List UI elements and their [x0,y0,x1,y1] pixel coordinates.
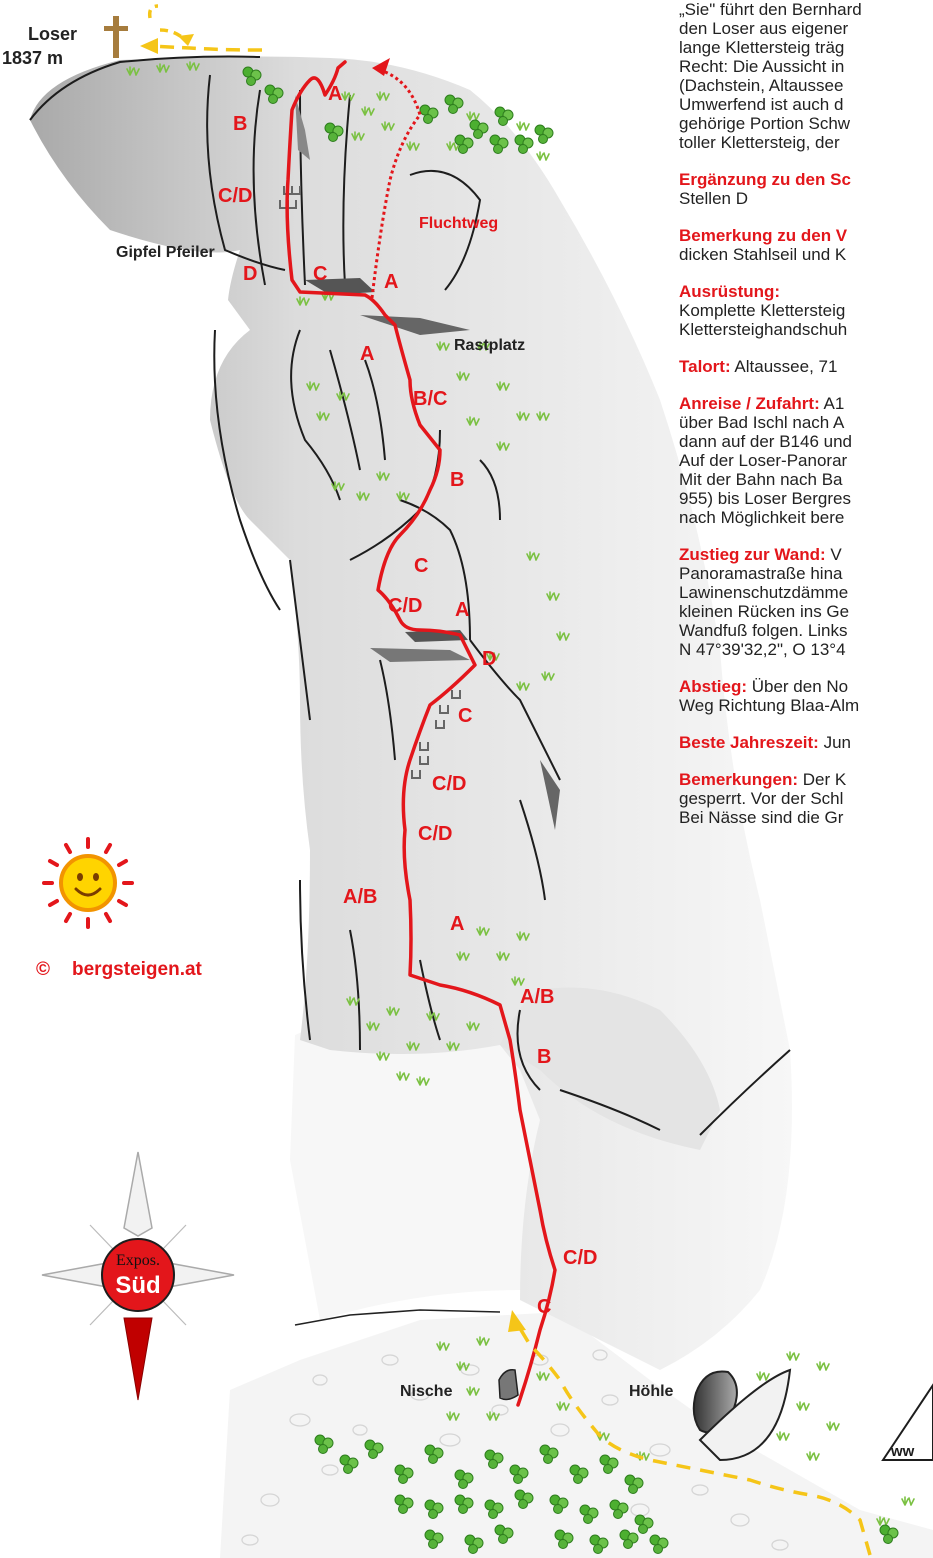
section-line: dann auf der B146 und [679,432,933,451]
intro-line: (Dachstein, Altaussee [679,76,933,95]
grade-label: B [233,113,247,135]
section-line: kleinen Rücken ins Ge [679,602,933,621]
section-first-text: V [826,545,842,564]
summit-altitude: 1837 m [2,48,63,68]
copyright-symbol: © [36,959,50,980]
label-hoehle: Höhle [629,1383,674,1400]
section-line: Lawinenschutzdämme [679,583,933,602]
intro-line: Umwerfend ist auch d [679,95,933,114]
section-line: Klettersteighandschuh [679,320,933,339]
grade-label: C/D [418,823,452,845]
grade-label: C [414,555,428,577]
section-heading: Zustieg zur Wand: V [679,545,933,564]
section-line: dicken Stahlseil und K [679,245,933,264]
intro-line: „Sie" führt den Bernhard [679,0,933,19]
section-heading: Ausrüstung: [679,282,933,301]
section-line: N 47°39'32,2", O 13°4 [679,640,933,659]
paragraph-gap [679,527,933,545]
grade-label: D [243,263,257,285]
section-line: Panoramastraße hina [679,564,933,583]
compass-expos: Expos. [116,1252,160,1269]
label-nische: Nische [400,1383,453,1400]
sun-logo-icon [44,839,132,927]
section-heading: Anreise / Zufahrt: A1 [679,394,933,413]
paragraph-gap [679,659,933,677]
section-first-text: A1 [820,394,845,413]
section-line: Stellen D [679,189,933,208]
paragraph-gap [679,752,933,770]
grade-label: D [482,648,496,670]
section-line: Weg Richtung Blaa-Alm [679,696,933,715]
section-label: Zustieg zur Wand: [679,545,826,564]
section-heading: Abstieg: Über den No [679,677,933,696]
section-label: Bemerkungen: [679,770,798,789]
section-line: Wandfuß folgen. Links [679,621,933,640]
section-line: Bei Nässe sind die Gr [679,808,933,827]
description-panel: „Sie" führt den Bernhardden Loser aus ei… [679,0,933,1558]
section-heading: Talort: Altaussee, 71 [679,357,933,376]
section-first-text: Jun [819,733,851,752]
intro-line: toller Klettersteig, der [679,133,933,152]
section-label: Beste Jahreszeit: [679,733,819,752]
grade-label: A [455,599,469,621]
section-label: Abstieg: [679,677,747,696]
section-label: Bemerkung zu den V [679,226,847,245]
section-line: über Bad Ischl nach A [679,413,933,432]
grade-label: A [384,271,398,293]
section-first-text: Der K [798,770,846,789]
section-label: Ausrüstung: [679,282,780,301]
summit-cross-icon [104,16,128,58]
section-line: Komplette Klettersteig [679,301,933,320]
copyright-site: bergsteigen.at [72,959,203,980]
niche-icon [499,1370,518,1400]
grade-label: C [458,705,472,727]
intro-line: lange Klettersteig träg [679,38,933,57]
grade-label: B [537,1046,551,1068]
section-heading: Bemerkungen: Der K [679,770,933,789]
grade-label: C [313,263,327,285]
label-fluchtweg: Fluchtweg [419,215,498,232]
grade-label: C/D [432,773,466,795]
label-rastplatz: Rastplatz [454,337,525,354]
section-first-text: Altaussee, 71 [731,357,838,376]
section-heading: Beste Jahreszeit: Jun [679,733,933,752]
descent-path [150,46,262,50]
section-line: Mit der Bahn nach Ba [679,470,933,489]
section-line: Auf der Loser-Panorar [679,451,933,470]
section-label: Talort: [679,357,731,376]
grade-label: A [360,343,374,365]
grade-label: C/D [563,1247,597,1269]
grade-label: B [450,469,464,491]
paragraph-gap [679,339,933,357]
section-label: Ergänzung zu den Sc [679,170,851,189]
paragraph-gap [679,152,933,170]
paragraph-gap [679,264,933,282]
grade-label: A [328,83,342,105]
grade-label: C/D [218,185,252,207]
section-line: 955) bis Loser Bergres [679,489,933,508]
compass-icon: Expos. Süd [42,1152,234,1400]
grade-label: C/D [388,595,422,617]
intro-line: Recht: Die Aussicht in [679,57,933,76]
section-line: gesperrt. Vor der Schl [679,789,933,808]
grade-label: A/B [520,986,554,1008]
section-heading: Ergänzung zu den Sc [679,170,933,189]
grade-label: A/B [343,886,377,908]
section-line: nach Möglichkeit bere [679,508,933,527]
paragraph-gap [679,376,933,394]
paragraph-gap [679,715,933,733]
summit-name: Loser [28,24,77,44]
grade-label: C [537,1296,551,1318]
section-heading: Bemerkung zu den V [679,226,933,245]
intro-line: den Loser aus eigener [679,19,933,38]
intro-line: gehörige Portion Schw [679,114,933,133]
description-text: „Sie" führt den Bernhardden Loser aus ei… [679,0,933,827]
compass-sued: Süd [115,1272,160,1299]
section-first-text: Über den No [747,677,848,696]
grade-label: B/C [413,388,447,410]
paragraph-gap [679,208,933,226]
grade-label: A [450,913,464,935]
label-gipfel-pfeiler: Gipfel Pfeiler [116,244,215,261]
section-label: Anreise / Zufahrt: [679,394,820,413]
